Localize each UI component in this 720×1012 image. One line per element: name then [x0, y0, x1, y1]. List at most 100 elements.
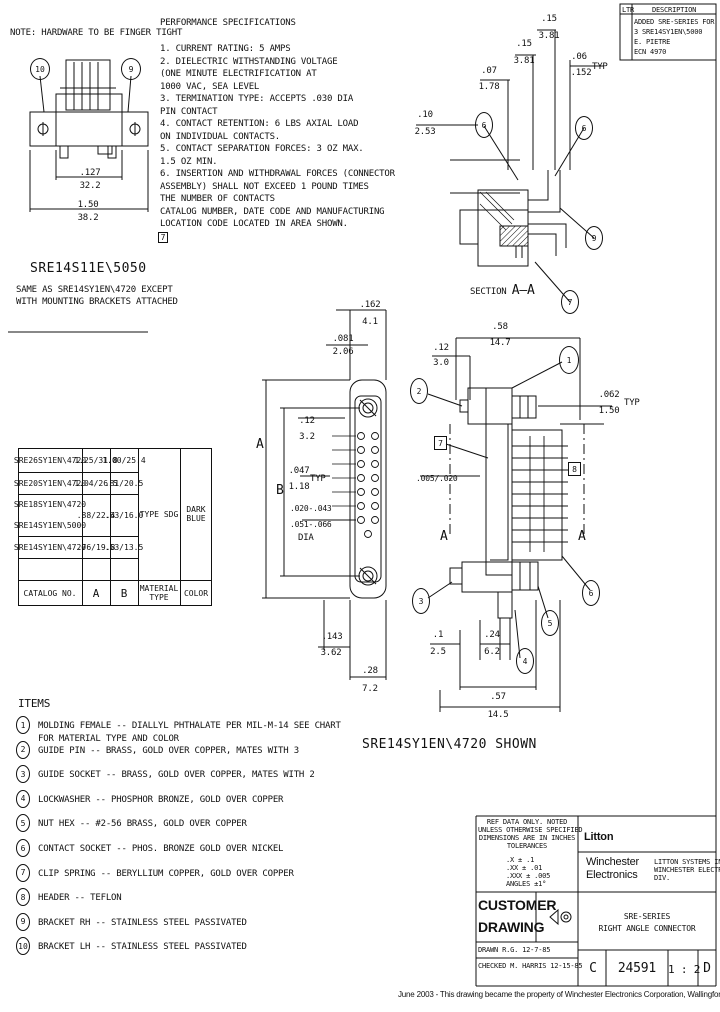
rev-header-desc: DESCRIPTION	[652, 6, 697, 14]
item-text: FOR MATERIAL TYPE AND COLOR	[38, 734, 179, 744]
tol-line-3: DIMENSIONS ARE IN INCHES	[478, 834, 576, 842]
item-number: 6	[20, 843, 26, 853]
tol-val-1: .X ± .1	[506, 856, 535, 864]
end-dim-28-mm: 7.2	[362, 684, 378, 694]
item-number: 1	[20, 720, 26, 730]
item-number: 4	[20, 794, 26, 804]
balloon-7-section: 7	[561, 290, 579, 314]
table-rule	[180, 448, 181, 606]
perf-spec-line: 1.5 OZ MIN.	[160, 156, 218, 167]
end-dim-143-mm: 3.62	[320, 648, 342, 658]
section-letters: A—A	[511, 283, 535, 298]
item-number: 3	[20, 769, 26, 779]
perf-spec-line: 5. CONTACT SEPARATION FORCES: 3 OZ MAX.	[160, 144, 364, 154]
table-rule	[138, 448, 139, 606]
front-dim-322: 32.2	[79, 181, 101, 191]
end-dim-dia-inch: .020-.043	[290, 504, 332, 513]
front-dim-127: .127	[79, 168, 101, 178]
table-rule	[18, 494, 138, 495]
table-footer-color: COLOR	[183, 588, 209, 598]
balloon-9-section: 9	[585, 226, 603, 250]
perf-box-7: 7	[158, 232, 168, 243]
item-balloon: 2	[16, 740, 30, 759]
side-dim-062-mm: 1.50	[598, 406, 620, 416]
balloon-7-side: 7	[434, 436, 447, 450]
section-dim-07-inch: .07	[481, 66, 497, 76]
rev-line-2: 3 SRE14SY1EN\5000	[634, 28, 703, 36]
rev-line-1: ADDED SRE-SERIES FOR	[634, 18, 715, 26]
table-rule	[18, 448, 19, 606]
side-dim-1-mm: 2.5	[430, 647, 446, 657]
address-1: LITTON SYSTEMS INC.	[654, 858, 720, 866]
balloon-label: 6	[588, 588, 594, 598]
balloon-3-side: 3	[412, 588, 430, 614]
side-letter-a-left: A	[440, 529, 448, 544]
end-dim-28-inch: .28	[362, 666, 378, 676]
perf-spec-line: THE NUMBER OF CONTACTS	[160, 194, 275, 204]
item-text: NUT HEX -- #2-56 BRASS, GOLD OVER COPPER	[38, 819, 247, 830]
side-model-shown: SRE14SY1EN\4720 SHOWN	[362, 737, 537, 752]
tol-val-3: .XXX ± .005	[506, 872, 551, 880]
item-balloon: 1	[16, 716, 30, 734]
table-cell-a: 1.04/26.5	[74, 478, 118, 488]
front-dim-382: 38.2	[77, 213, 99, 223]
balloon-label: 2	[416, 386, 422, 396]
end-view-drawing	[262, 310, 386, 680]
table-rule	[18, 605, 212, 606]
table-cell-b: .53/13.5	[104, 542, 144, 552]
section-dim-06-mm: .152	[570, 68, 592, 78]
rev-line-3: E. PIETRE	[634, 38, 671, 46]
table-cell-b: .81/20.5	[104, 478, 144, 488]
table-footer-catalog: CATALOG NO.	[23, 588, 77, 598]
side-dim-58-inch: .58	[492, 322, 508, 332]
table-cell-catalog: SRE18SY1EN\4720	[13, 500, 87, 509]
item-balloon: 6	[16, 839, 30, 857]
perf-spec-line: 6. INSERTION AND WITHDRAWAL FORCES (CONN…	[160, 169, 395, 179]
item-text: MOLDING FEMALE -- DIALLYL PHTHALATE PER …	[38, 721, 341, 731]
item-text: GUIDE PIN -- BRASS, GOLD OVER COPPER, MA…	[38, 745, 299, 756]
table-rule	[82, 448, 83, 606]
table-cell-a: .88/22.4	[76, 510, 116, 520]
balloon-label: 9	[128, 64, 134, 74]
balloon-label: 4	[522, 656, 528, 666]
item-balloon: 4	[16, 789, 30, 808]
table-rule	[18, 558, 138, 559]
end-typ: TYP	[310, 474, 326, 484]
perf-spec-line: (ONE MINUTE ELECTRIFICATION AT	[160, 69, 317, 79]
end-dim-12-mm: 3.2	[299, 432, 315, 442]
side-dim-005: .005/.020	[416, 474, 458, 483]
item-number: 7	[20, 868, 26, 878]
table-cell-color: DARK BLUE	[186, 505, 206, 523]
table-cell-a: .76/19.8	[76, 542, 116, 552]
side-dim-57-inch: .57	[490, 692, 506, 702]
section-typ: TYP	[592, 62, 608, 72]
ownership-footer: June 2003 - This drawing became the prop…	[398, 990, 720, 999]
item-text: CLIP SPRING -- BERYLLIUM COPPER, GOLD OV…	[38, 868, 294, 879]
company-logo: Litton	[584, 831, 614, 843]
table-cell-b: .63/16.0	[104, 510, 144, 520]
perf-spec-line: 1000 VAC, SEA LEVEL	[160, 81, 260, 92]
title-block-lines	[476, 4, 716, 986]
tol-val-2: .XX ± .01	[506, 864, 543, 872]
table-cell-material-type: TYPE SDG	[139, 509, 179, 519]
tol-line-4: TOLERANCES	[506, 842, 548, 850]
balloon-label: 5	[547, 618, 553, 628]
item-text: HEADER -- TEFLON	[38, 893, 122, 904]
hardware-note: NOTE: HARDWARE TO BE FINGER TIGHT	[10, 28, 183, 38]
end-dim-dia-mm: .051-.066	[290, 520, 332, 529]
side-dim-062-inch: .062	[598, 390, 620, 400]
balloon-6-side: 6	[582, 580, 600, 606]
end-letter-b: B	[276, 483, 284, 498]
table-cell-b: 1.00/25.4	[102, 455, 146, 465]
table-footer-b: B	[120, 586, 128, 600]
perf-spec-line: 1. CURRENT RATING: 5 AMPS	[160, 44, 291, 54]
balloon-1-side: 1	[559, 346, 579, 374]
item-number: 10	[18, 941, 28, 951]
item-row: 7 CLIP SPRING -- BERYLLIUM COPPER, GOLD O…	[16, 863, 316, 884]
